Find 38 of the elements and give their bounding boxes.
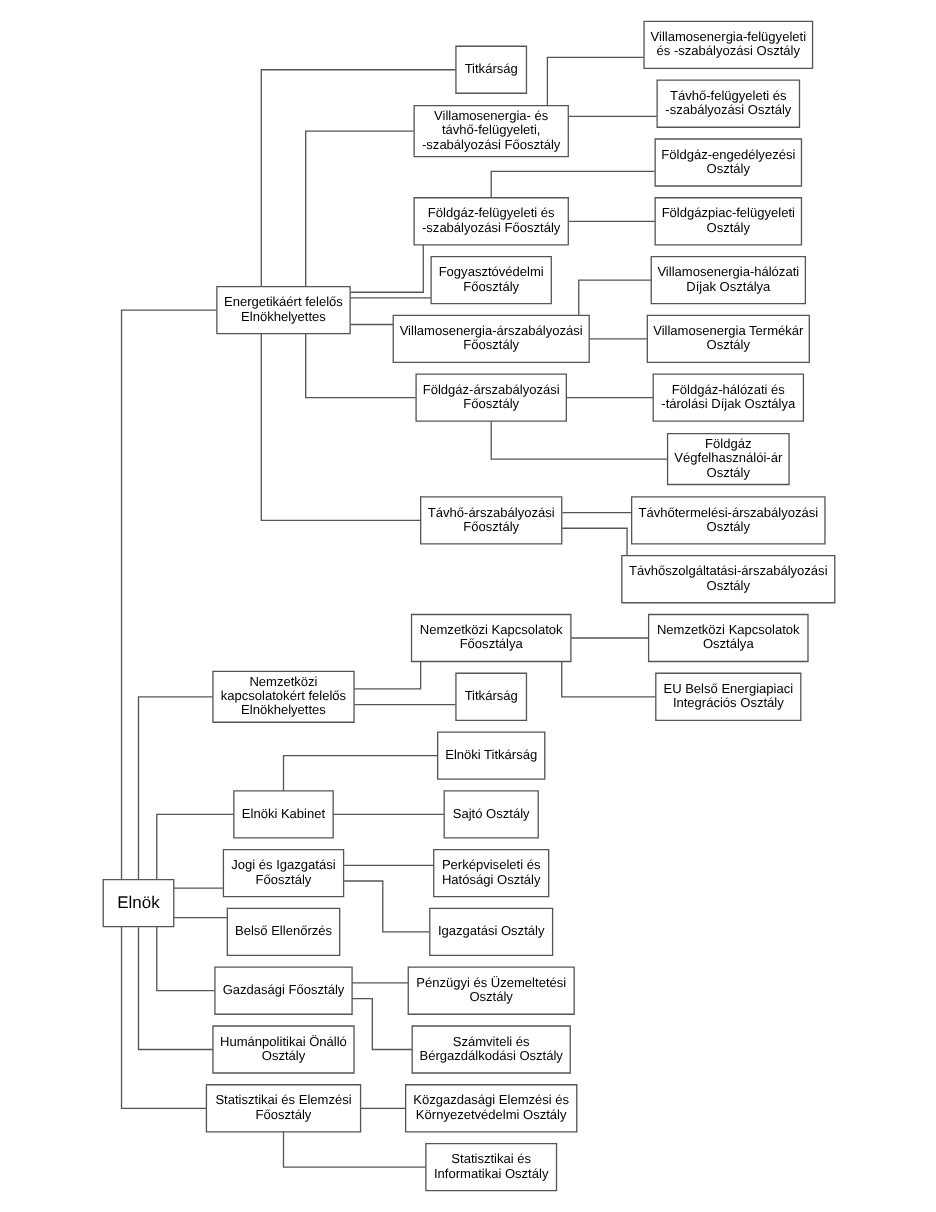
connector [348, 323, 393, 326]
connector [577, 279, 651, 316]
connector [342, 880, 430, 933]
connector [352, 661, 421, 690]
connector [560, 527, 627, 557]
connector [155, 926, 215, 992]
connector [569, 637, 648, 639]
connector [587, 338, 647, 340]
connector [342, 864, 434, 866]
connector [564, 397, 653, 399]
connector [259, 69, 456, 287]
node-box: Elnök [101, 879, 174, 928]
connector [489, 170, 655, 199]
connector [489, 420, 667, 460]
connector [350, 997, 412, 1051]
connector [560, 511, 631, 514]
connector [172, 916, 227, 919]
connector [304, 130, 414, 287]
connector [119, 309, 217, 881]
connector [560, 660, 656, 698]
connector [172, 887, 223, 889]
connector [259, 333, 420, 522]
connector [136, 926, 213, 1051]
connector [566, 220, 655, 222]
connector [281, 754, 437, 792]
connector [304, 333, 416, 399]
connector [119, 926, 206, 1109]
connector [352, 703, 456, 706]
connector [545, 56, 644, 106]
connector [566, 115, 657, 118]
connector [136, 696, 213, 881]
connector [331, 813, 444, 815]
connector [281, 1131, 426, 1168]
connector [359, 1107, 406, 1109]
connector [350, 982, 408, 984]
connector [348, 244, 423, 293]
connector [348, 297, 431, 299]
connector [155, 813, 234, 881]
